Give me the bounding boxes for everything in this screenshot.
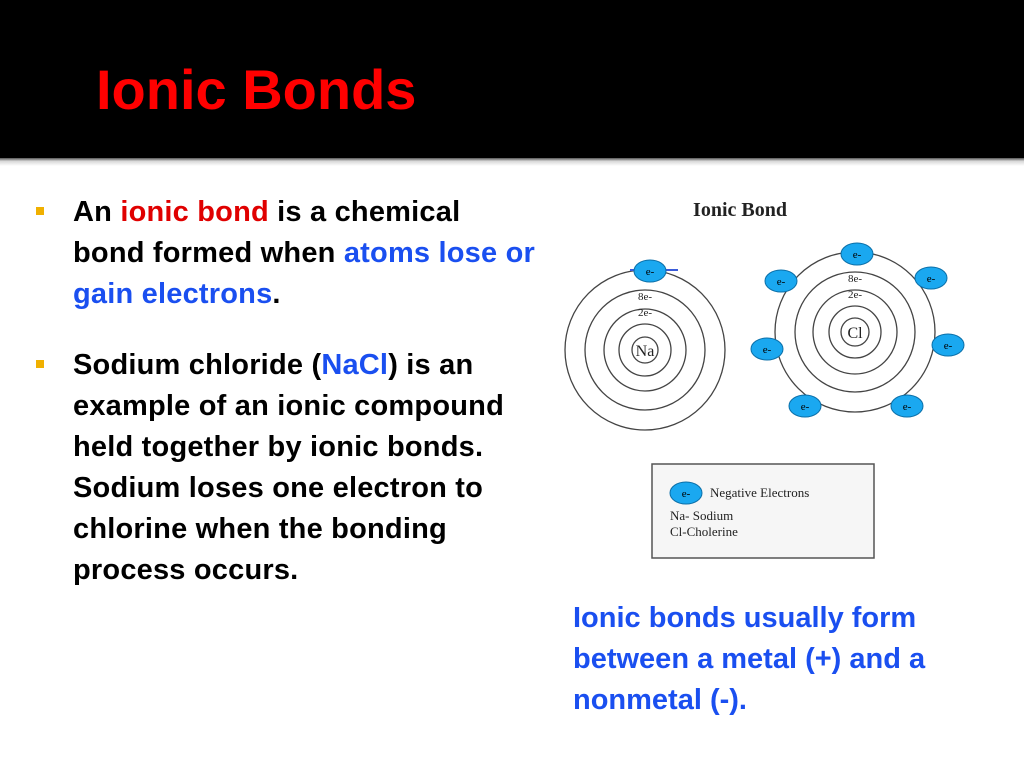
legend-box — [651, 463, 875, 559]
chlorine-nucleus-ring — [828, 305, 882, 359]
bullet-text: ) is an example of an ionic compound hel… — [73, 349, 504, 586]
bullet-text: is a chemical bond formed when — [73, 196, 461, 269]
electron-icon: e- — [931, 333, 965, 357]
bullet-sodium-chloride: Sodium chloride (NaCl) is an example of … — [36, 345, 536, 591]
electron-label: e- — [927, 273, 936, 285]
electron-label: e- — [903, 401, 912, 413]
slide-content: An ionic bond is a chemical bond formed … — [0, 166, 1024, 768]
ionic-bond-diagram: Ionic Bond Na 8e- 2e- e- — [555, 190, 985, 570]
chlorine-nucleus-ring — [840, 317, 870, 347]
bullet-list: An ionic bond is a chemical bond formed … — [36, 192, 536, 591]
bullet-text: . — [272, 278, 281, 310]
bullet-marker-icon — [36, 207, 44, 215]
electron-label: e- — [763, 344, 772, 356]
bullet-marker-icon — [36, 360, 44, 368]
diagram-legend: e- Negative Electrons Na- Sodium Cl-Chol… — [651, 463, 875, 559]
slide-title: Ionic Bonds — [96, 58, 417, 121]
electron-icon: e- — [669, 481, 703, 505]
legend-chlorine: Cl-Cholerine — [670, 524, 738, 539]
chlorine-atom: Cl 8e- 2e- e- e- e- e- e- e- e- — [750, 242, 965, 418]
electron-icon: e- — [890, 394, 924, 418]
bullet-text: An — [73, 196, 121, 228]
sodium-shell-2-count: 8e- — [638, 291, 652, 303]
ionic-bond-svg: Ionic Bond Na 8e- 2e- e- — [564, 199, 965, 559]
electron-icon: e- — [914, 266, 948, 290]
title-divider — [0, 158, 1024, 166]
chlorine-shell-2 — [794, 271, 916, 393]
electron-label: e- — [682, 488, 691, 500]
electron-icon: e- — [750, 337, 784, 361]
electron-label: e- — [646, 266, 655, 278]
title-band: Ionic Bonds — [0, 0, 1024, 158]
highlight-ionic-bond: ionic bond — [120, 196, 269, 228]
chlorine-shell-1-count: 2e- — [848, 289, 862, 301]
electron-label: e- — [944, 340, 953, 352]
bullet-text: Sodium chloride ( — [73, 349, 322, 381]
chlorine-shell-2-count: 8e- — [848, 273, 862, 285]
electron-icon: e- — [840, 242, 874, 266]
electron-icon: e- — [764, 269, 798, 293]
sodium-shell-2 — [584, 289, 706, 411]
highlight-nacl: NaCl — [321, 349, 389, 381]
sodium-nucleus-ring — [618, 323, 672, 377]
electron-label: e- — [801, 401, 810, 413]
sodium-nucleus-ring — [631, 336, 659, 364]
electron-label: e- — [777, 276, 786, 288]
legend-electrons: Negative Electrons — [710, 485, 809, 500]
diagram-title: Ionic Bond — [693, 199, 787, 221]
sodium-symbol: Na — [636, 343, 655, 360]
highlight-atoms-lose-gain: atoms lose or gain electrons — [73, 237, 536, 310]
chlorine-symbol: Cl — [847, 325, 863, 342]
metal-nonmetal-note: Ionic bonds usually form between a metal… — [573, 602, 926, 716]
legend-sodium: Na- Sodium — [670, 508, 733, 523]
chlorine-shell-1 — [812, 289, 898, 375]
bullet-ionic-bond-definition: An ionic bond is a chemical bond formed … — [36, 192, 536, 315]
electron-icon: e- — [633, 259, 667, 283]
sodium-atom: Na 8e- 2e- e- — [564, 259, 726, 431]
sodium-shell-1-count: 2e- — [638, 307, 652, 319]
electron-icon: e- — [788, 394, 822, 418]
electron-label: e- — [853, 249, 862, 261]
sodium-shell-1 — [603, 308, 687, 392]
